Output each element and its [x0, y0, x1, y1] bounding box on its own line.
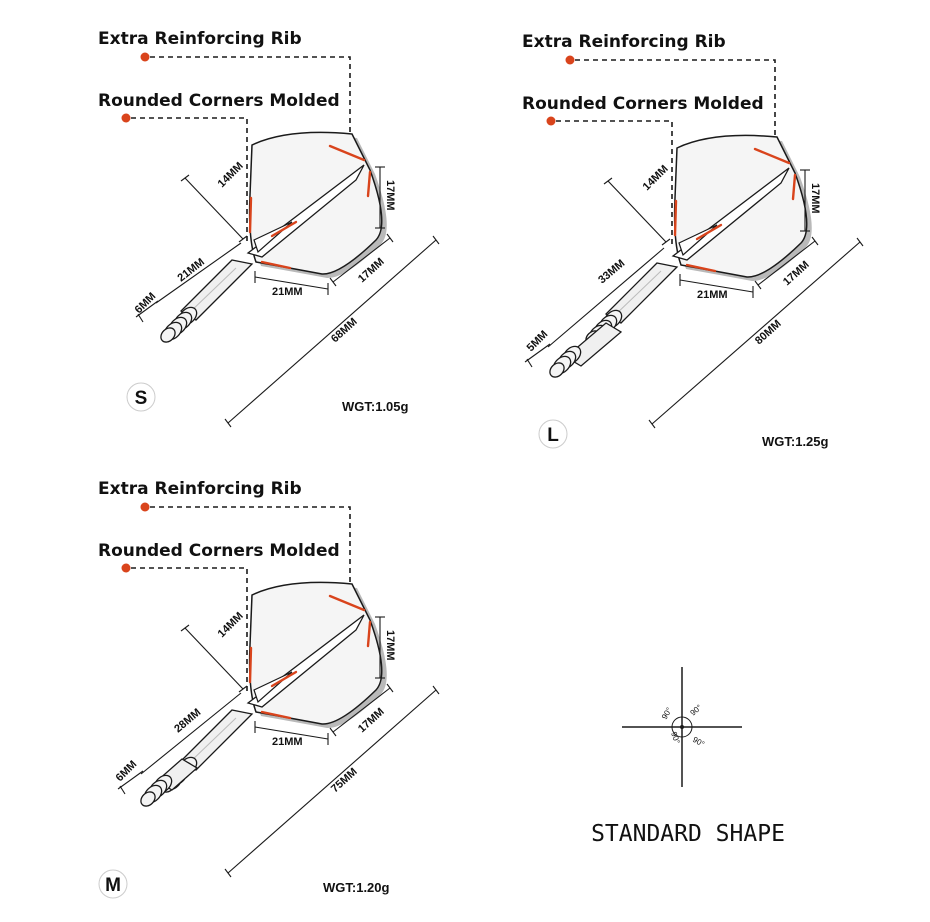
corners-leader-line: [131, 567, 248, 693]
rib-marker: [565, 55, 575, 65]
angle-bottom-right: 90°: [691, 735, 706, 749]
center-dot: [680, 725, 684, 729]
rib-leader-line: [150, 56, 351, 157]
corners-label: Rounded Corners Molded: [98, 541, 340, 561]
rib-label: Extra Reinforcing Rib: [98, 479, 302, 499]
rib-label: Extra Reinforcing Rib: [98, 29, 302, 49]
size-letter: S: [135, 388, 148, 409]
dart-m-panel: Extra Reinforcing Rib Rounded Corners Mo…: [98, 479, 440, 899]
dart-m-dimension-lines: [117, 616, 440, 878]
dim-top: 14MM: [641, 163, 671, 193]
angle-bottom-left: 90°: [669, 731, 682, 745]
standard-shape-panel: 90° 90° 90° 90° STANDARD SHAPE: [591, 667, 785, 847]
dim-side: 17MM: [384, 180, 396, 211]
weight-label: WGT:1.25g: [762, 434, 829, 449]
dim-bottom: 21MM: [272, 286, 303, 298]
rib-marker: [140, 502, 150, 512]
dim-top: 14MM: [216, 610, 246, 640]
rib-marker: [140, 52, 150, 62]
angle-top-left: 90°: [660, 706, 674, 721]
corners-leader-line: [556, 120, 673, 246]
corners-leader-line: [131, 117, 248, 243]
dim-thread: 6MM: [114, 758, 140, 784]
corners-marker: [121, 563, 131, 573]
dim-side: 17MM: [809, 183, 821, 214]
angle-top-right: 90°: [689, 703, 704, 718]
dim-bottom: 21MM: [272, 736, 303, 748]
size-badge: [98, 869, 128, 899]
dim-shaft: 28MM: [172, 706, 203, 735]
corners-label: Rounded Corners Molded: [522, 94, 764, 114]
dart-s-panel: Extra Reinforcing Rib Rounded Corners Mo…: [98, 29, 440, 428]
dim-top: 14MM: [216, 160, 246, 190]
size-letter: L: [547, 425, 559, 446]
size-badge: [126, 382, 156, 412]
angle-circle: [671, 716, 693, 738]
standard-shape-title: STANDARD SHAPE: [591, 821, 785, 847]
dim-side: 17MM: [384, 630, 396, 661]
weight-label: WGT:1.05g: [342, 399, 409, 414]
size-badge: [538, 419, 568, 449]
dart-l-illustration: [549, 134, 813, 378]
rib-leader-line: [150, 506, 351, 607]
rib-leader-line: [575, 59, 776, 160]
dim-bottom: 21MM: [697, 289, 728, 301]
corners-label: Rounded Corners Molded: [98, 91, 340, 111]
dim-thread: 5MM: [525, 328, 551, 354]
size-letter: M: [105, 875, 121, 896]
dart-l-panel: Extra Reinforcing Rib Rounded Corners Mo…: [522, 32, 864, 449]
dart-s-dimension-lines: [135, 166, 440, 428]
corners-marker: [546, 116, 556, 126]
dim-shaft: 33MM: [596, 257, 627, 286]
corners-marker: [121, 113, 131, 123]
dart-l-dimension-lines: [524, 169, 864, 429]
dart-m-illustration: [140, 581, 388, 807]
weight-label: WGT:1.20g: [323, 880, 390, 895]
rib-label: Extra Reinforcing Rib: [522, 32, 726, 52]
